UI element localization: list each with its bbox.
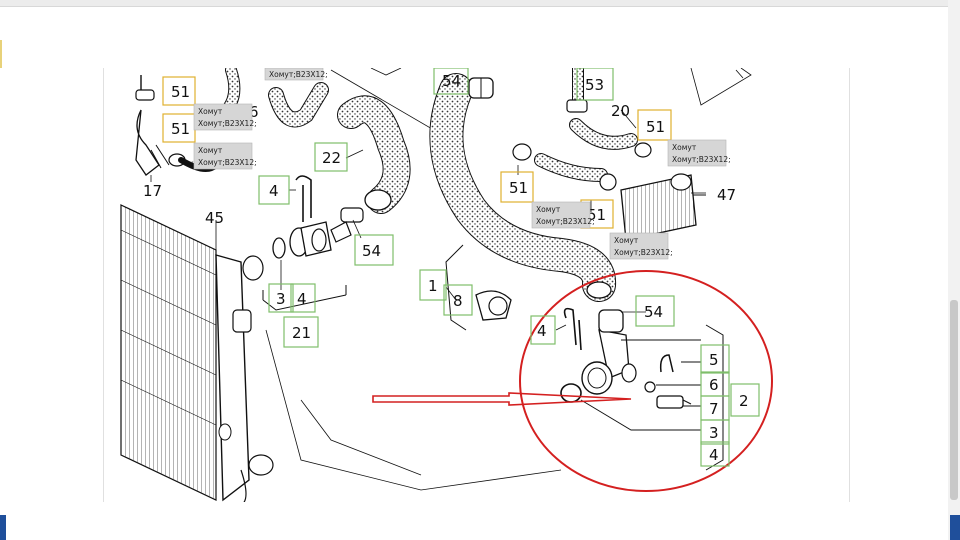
callout-17: 17 <box>143 182 162 200</box>
tooltip-4: Хомут Хомут;B23X12; <box>667 139 731 167</box>
callout-4a: 4 <box>269 182 279 200</box>
callout-box-51d[interactable] <box>500 171 534 203</box>
callout-54b: 54 <box>442 72 461 90</box>
leader-lines <box>150 109 706 331</box>
callout-box-4a[interactable] <box>258 175 290 205</box>
callout-20: 20 <box>611 102 630 120</box>
reference-lines <box>265 68 752 491</box>
svg-text:Хомут;B23X12;: Хомут;B23X12; <box>198 119 257 128</box>
callout-47: 47 <box>717 186 736 204</box>
svg-text:Хомут: Хомут <box>198 107 223 116</box>
callout-box-3a[interactable] <box>268 283 294 313</box>
callout-box-4c[interactable] <box>530 315 556 345</box>
callout-7: 7 <box>709 400 719 418</box>
cooling-system-exploded-diagram: 51 51 6 17 22 4 45 54 54 53 20 51 51 51 … <box>120 68 773 502</box>
svg-text:Хомут: Хомут <box>198 146 223 155</box>
highlight-arrow <box>372 392 632 406</box>
hose-1-drawing <box>429 73 616 302</box>
thermostat-housing-group <box>560 307 724 471</box>
callout-51d: 51 <box>509 179 528 197</box>
scrollbar-thumb[interactable] <box>950 300 958 500</box>
callout-45: 45 <box>205 209 224 227</box>
radiator-drawing <box>120 204 274 502</box>
callout-51c: 51 <box>646 118 665 136</box>
callout-box-8[interactable] <box>443 284 473 316</box>
svg-text:Хомут;B23X12;: Хомут;B23X12; <box>536 217 595 226</box>
bottom-right-accent <box>950 515 960 540</box>
callout-21: 21 <box>292 324 311 342</box>
left-marker <box>0 40 2 68</box>
callout-22: 22 <box>322 149 341 167</box>
callout-box-54c[interactable] <box>635 295 675 327</box>
top-band <box>0 0 960 68</box>
callout-6: 6 <box>249 103 259 121</box>
callout-box-21[interactable] <box>283 316 319 348</box>
callout-4b: 4 <box>297 290 307 308</box>
callout-4c: 4 <box>537 322 547 340</box>
callout-box-3b[interactable] <box>700 419 730 445</box>
callout-box-5[interactable] <box>700 344 730 374</box>
parts-diagram-viewer: 51 51 6 17 22 4 45 54 54 53 20 51 51 51 … <box>103 68 850 502</box>
callout-2: 2 <box>739 392 749 410</box>
callout-3a: 3 <box>276 290 286 308</box>
callout-3b: 3 <box>709 424 719 442</box>
bottom-left-accent <box>0 515 6 540</box>
svg-text:Хомут: Хомут <box>536 205 561 214</box>
vertical-scrollbar[interactable] <box>948 0 960 540</box>
clamp-54-top <box>468 77 494 99</box>
tooltip-group: Хомут Хомут;B23X12; Хомут Хомут;B23X12; … <box>193 68 731 260</box>
svg-text:Хомут: Хомут <box>672 143 697 152</box>
callout-51e: 51 <box>587 206 606 224</box>
callout-8: 8 <box>453 292 463 310</box>
callout-box-54a[interactable] <box>354 234 394 266</box>
tooltip-5: Хомут Хомут;B23X12; <box>531 201 595 229</box>
window-top-edge <box>0 0 960 7</box>
callout-51b: 51 <box>171 120 190 138</box>
tooltip-3: Хомут;B23X12; <box>264 68 328 81</box>
left-pipe-group <box>262 175 352 311</box>
callout-box-51c[interactable] <box>637 109 672 141</box>
oil-cooler-group <box>512 68 706 241</box>
highlight-circle <box>519 270 773 492</box>
callout-box-54b[interactable] <box>433 68 469 95</box>
svg-text:Хомут: Хомут <box>614 236 639 245</box>
callout-5: 5 <box>709 351 719 369</box>
svg-text:Хомут;B23X12;: Хомут;B23X12; <box>672 155 731 164</box>
callout-4d: 4 <box>709 446 719 464</box>
callout-box-4d[interactable] <box>700 441 730 467</box>
svg-text:Хомут;B23X12;: Хомут;B23X12; <box>269 70 328 79</box>
callout-group: 51 51 6 17 22 4 45 54 54 53 20 51 51 51 … <box>143 68 760 467</box>
hose-6-drawing <box>268 82 329 128</box>
callout-1: 1 <box>428 277 438 295</box>
hose-22-drawing <box>337 95 411 223</box>
callout-6b: 6 <box>709 376 719 394</box>
callout-54a: 54 <box>362 242 381 260</box>
callout-box-53[interactable] <box>576 68 614 101</box>
tooltip-2: Хомут Хомут;B23X12; <box>193 142 257 170</box>
tooltip-6: Хомут Хомут;B23X12; <box>609 232 673 260</box>
tooltip-1: Хомут Хомут;B23X12; <box>193 103 257 131</box>
bracket-and-mount <box>445 244 512 331</box>
callout-54c: 54 <box>644 303 663 321</box>
callout-51a: 51 <box>171 83 190 101</box>
callout-box-22[interactable] <box>314 142 348 172</box>
callout-53: 53 <box>585 76 604 94</box>
svg-text:Хомут;B23X12;: Хомут;B23X12; <box>614 248 673 257</box>
callout-box-51a[interactable] <box>162 76 196 106</box>
svg-text:Хомут;B23X12;: Хомут;B23X12; <box>198 158 257 167</box>
callout-box-2[interactable] <box>730 383 760 417</box>
callout-box-4b[interactable] <box>290 283 316 313</box>
